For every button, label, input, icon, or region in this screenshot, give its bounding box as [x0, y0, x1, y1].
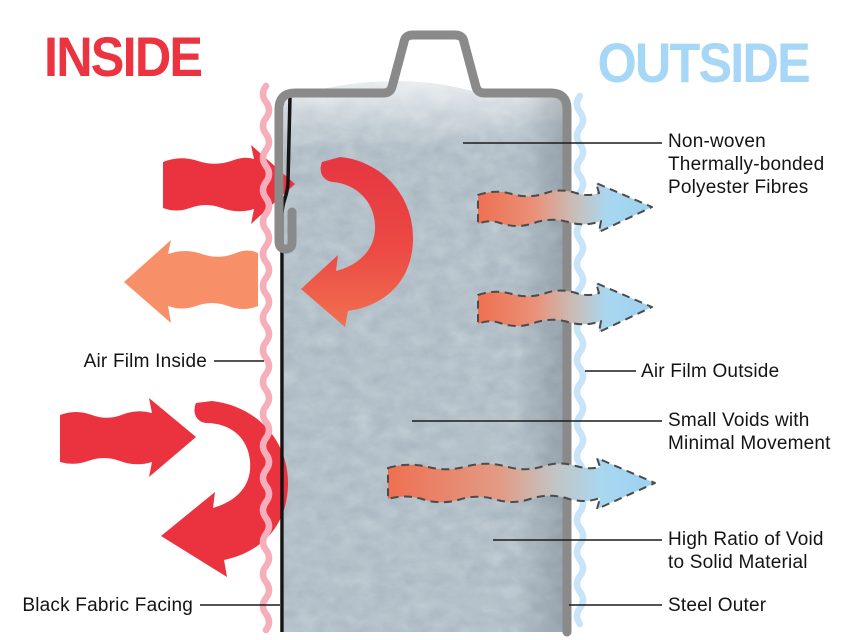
label-black-fabric-facing: Black Fabric Facing — [22, 595, 193, 616]
heat-transfer-arrow-1 — [477, 182, 653, 233]
insulation-material — [284, 81, 563, 632]
steel-outer-frame — [274, 30, 572, 637]
heat-transfer-arrow-3 — [387, 457, 656, 510]
convection-loop-arrow-inner — [301, 157, 414, 327]
label-small-voids: Small Voids with Minimal Movement — [668, 410, 831, 454]
label-non-woven-fibres: Non-woven Thermally-bonded Polyester Fib… — [668, 131, 825, 198]
inside-title: INSIDE — [44, 25, 203, 88]
inside-air-film-wave — [259, 82, 273, 634]
label-air-film-inside: Air Film Inside — [83, 351, 207, 372]
outside-air-film-wave — [573, 92, 587, 628]
heat-in-arrow-bottom — [60, 398, 196, 477]
label-air-film-outside: Air Film Outside — [641, 361, 780, 382]
label-high-ratio-void: High Ratio of Void to Solid Material — [668, 529, 824, 573]
convection-loop-arrow-air-film — [161, 401, 289, 577]
label-steel-outer: Steel Outer — [668, 595, 767, 616]
heat-reflected-arrow — [124, 240, 258, 323]
outside-title: OUTSIDE — [597, 31, 811, 94]
